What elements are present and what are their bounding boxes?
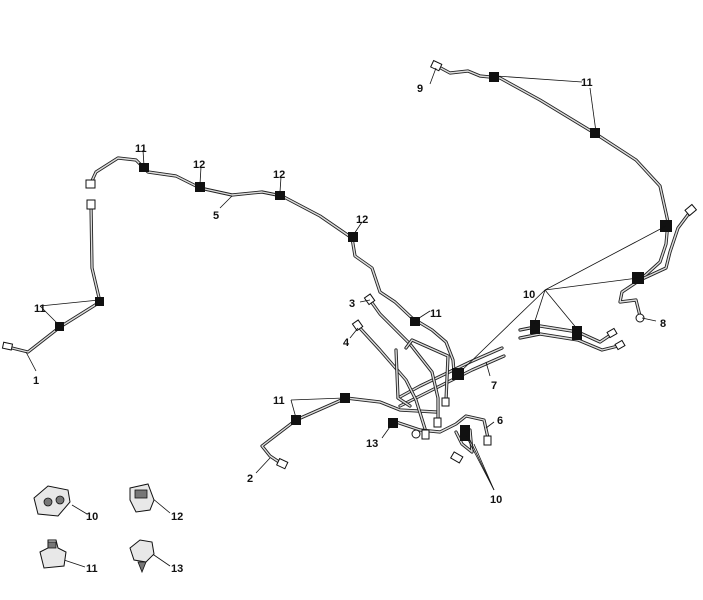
pipe-5-main [88, 156, 456, 374]
pipe-3 [368, 298, 440, 422]
callout-10-bottom: 10 [490, 494, 502, 506]
callout-10-legend: 10 [86, 511, 98, 523]
callout-5: 5 [213, 210, 219, 222]
callout-6: 6 [497, 415, 503, 427]
pipe-9-rear-right [435, 64, 670, 318]
callout-2: 2 [247, 473, 253, 485]
pipe-end-fittings [1, 59, 698, 470]
callout-13: 13 [366, 438, 378, 450]
pipe-6-lower-right [388, 414, 490, 454]
callout-3: 3 [349, 298, 355, 310]
callout-4: 4 [343, 337, 350, 349]
pipe-vertical-bracket [394, 338, 450, 408]
callout-11-upper: 11 [135, 143, 147, 155]
callout-11-mid: 11 [430, 308, 442, 320]
pipe-4 [356, 324, 428, 434]
callout-11-top-right: 11 [581, 77, 593, 89]
callout-1: 1 [33, 375, 39, 387]
callout-12-a: 12 [193, 159, 205, 171]
callout-12-legend: 12 [171, 511, 183, 523]
callout-12-b: 12 [273, 169, 285, 181]
callout-11-bottom: 11 [273, 395, 285, 407]
pipe-2-front-right [260, 396, 438, 466]
callout-9: 9 [417, 83, 423, 95]
callouts: 1 2 3 4 5 6 7 8 9 10 10 11 11 11 11 11 1… [33, 77, 666, 575]
callout-11-legend: 11 [86, 563, 98, 575]
leader-lines [25, 67, 667, 568]
pipe-right-branch [638, 210, 692, 282]
callout-13-legend: 13 [171, 563, 183, 575]
callout-10-top: 10 [523, 289, 535, 301]
callout-8: 8 [660, 318, 666, 330]
pipe-clips [55, 72, 672, 441]
callout-11-left: 11 [34, 303, 46, 315]
part-11-clip-icon [39, 539, 67, 569]
part-12-clip-icon [129, 483, 155, 513]
part-10-double-clip-icon [33, 485, 71, 517]
callout-12-c: 12 [356, 214, 368, 226]
part-13-clip-icon [129, 539, 155, 574]
pipe-1-front-left [6, 203, 102, 354]
callout-7: 7 [491, 380, 497, 392]
